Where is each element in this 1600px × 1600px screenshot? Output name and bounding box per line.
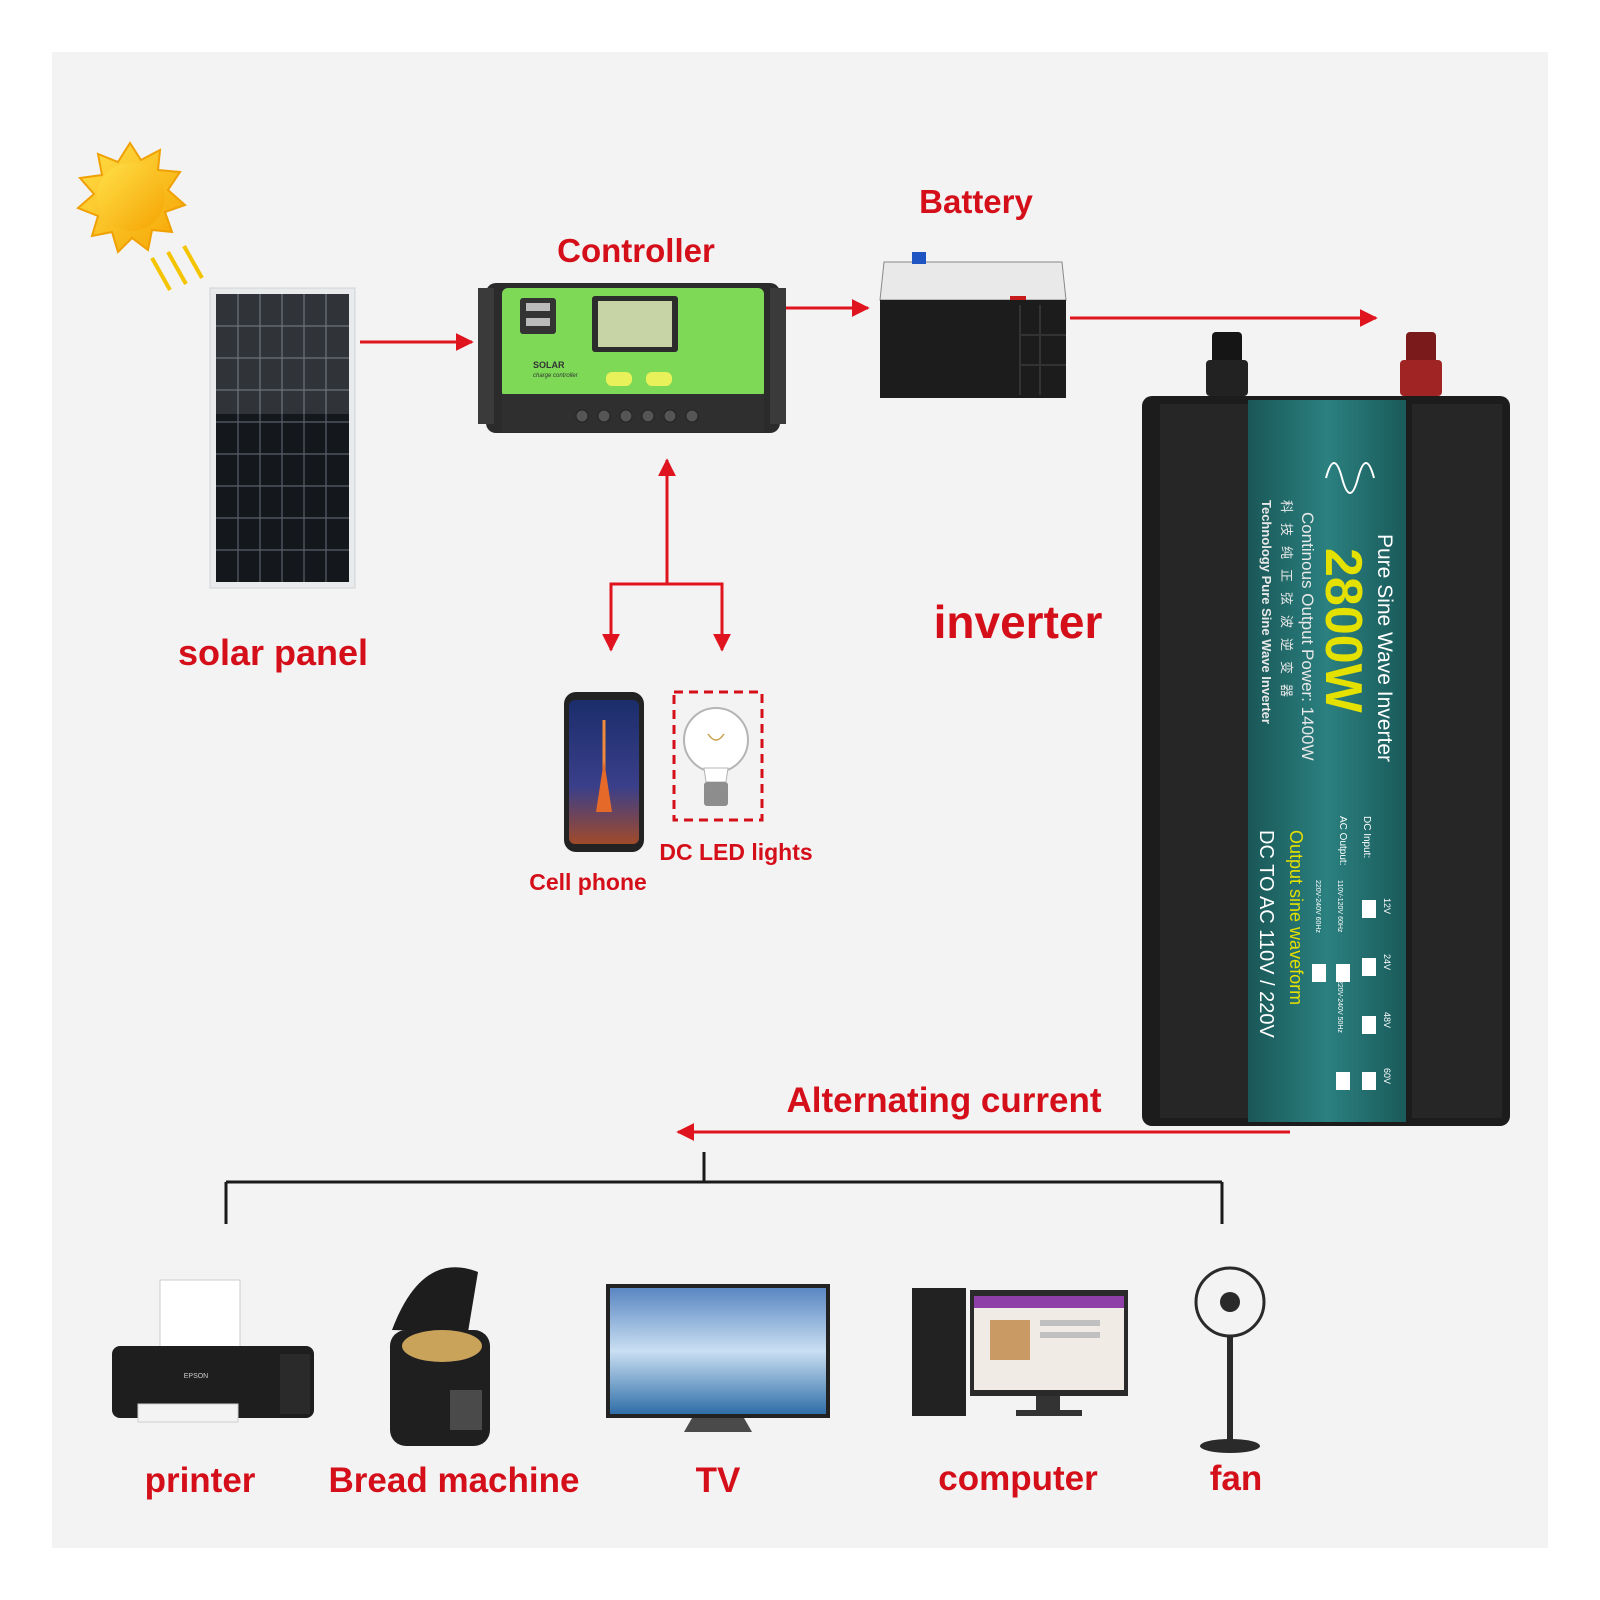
inverter-icon: Pure Sine Wave Inverter 2800W Continous … <box>1142 332 1510 1126</box>
controller-label: Controller <box>557 232 715 269</box>
inverter-dc-option-12v: 12V <box>1382 898 1392 914</box>
inverter-dc-input-label: DC Input: <box>1361 816 1372 858</box>
light-bulb-icon <box>672 690 764 822</box>
cell-phone-icon <box>564 692 644 852</box>
printer-label: printer <box>145 1461 256 1500</box>
inverter-power: 2800W <box>1314 548 1372 714</box>
inverter-continuous-power: Continous Output Power: 1400W <box>1298 512 1317 761</box>
bread-machine-label: Bread machine <box>329 1461 580 1500</box>
alternating-current-label: Alternating current <box>786 1081 1101 1120</box>
tv-icon <box>606 1284 830 1432</box>
inverter-title: Pure Sine Wave Inverter <box>1373 534 1396 762</box>
dc-branch-arrows <box>602 458 731 652</box>
inverter-ac-option-220v-60hz: 220V-240V 60Hz <box>1314 880 1321 933</box>
inverter-dc-option-48v: 48V <box>1382 1012 1392 1028</box>
fan-icon <box>1194 1266 1266 1453</box>
battery-icon <box>879 252 1067 398</box>
printer-icon: EPSON <box>112 1279 314 1423</box>
printer-brand: EPSON <box>184 1373 209 1380</box>
computer-label: computer <box>938 1459 1098 1498</box>
dc-led-lights-label: DC LED lights <box>659 839 812 865</box>
solar-panel-label: solar panel <box>178 632 368 673</box>
sun-icon <box>76 141 204 291</box>
solar-panel-icon <box>209 287 356 589</box>
computer-icon <box>912 1288 1128 1416</box>
inverter-output-waveform: Output sine waveform <box>1286 830 1306 1005</box>
inverter-ac-option-220v-50hz: 220V-240V 50Hz <box>1336 980 1343 1033</box>
bread-machine-icon <box>390 1267 490 1446</box>
inverter-label: inverter <box>934 596 1103 648</box>
charge-controller-icon: SOLAR charge controller <box>478 283 786 433</box>
distribution-bracket <box>224 1152 1224 1224</box>
inverter-dc-option-60v: 60V <box>1382 1068 1392 1084</box>
inverter-ac-option-110v: 110V-120V 60Hz <box>1336 880 1343 933</box>
inverter-dc-option-24v: 24V <box>1382 954 1392 970</box>
inverter-checkboxes <box>1312 900 1376 1090</box>
inverter-ac-output-label: AC Output: <box>1337 816 1348 865</box>
inverter-chinese-text: 科技纯正弦波逆变器 <box>1278 500 1294 707</box>
controller-brand: SOLAR <box>533 360 565 370</box>
cell-phone-label: Cell phone <box>529 869 647 895</box>
tv-label: TV <box>696 1461 741 1500</box>
fan-label: fan <box>1210 1459 1263 1498</box>
inverter-dc-to-ac: DC TO AC 110V / 220V <box>1255 830 1277 1039</box>
battery-label: Battery <box>919 183 1033 220</box>
controller-subtitle: charge controller <box>533 373 579 379</box>
inverter-technology: Technology Pure Sine Wave Inverter <box>1259 500 1274 724</box>
